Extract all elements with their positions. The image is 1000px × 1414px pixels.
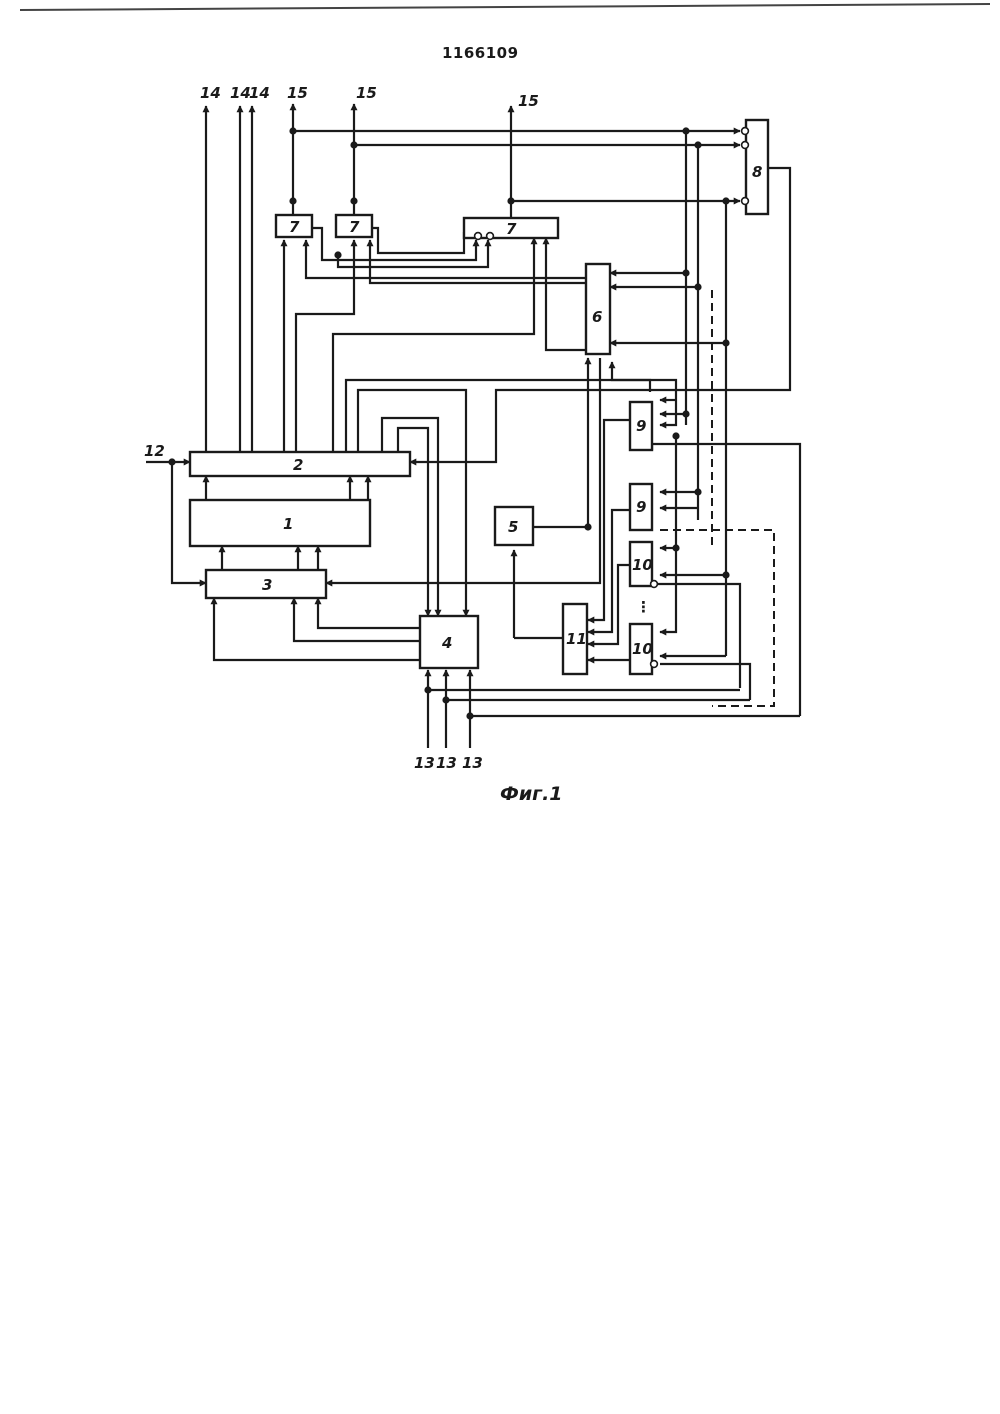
output-15-label-c: 15 [518,92,539,110]
block-1: 1 [190,500,370,546]
block-4: 4 [420,616,478,668]
block-10-lower: 10 [630,624,657,674]
svg-text:10: 10 [632,556,653,574]
output-14-label-a: 14 [200,84,221,102]
patent-number: 1166109 [442,44,519,62]
output-15-label-a: 15 [287,84,308,102]
svg-text:8: 8 [752,163,762,181]
svg-text:3: 3 [262,576,272,594]
input-13-label-a: 13 [414,754,435,772]
block-7-middle: 7 [336,215,372,237]
svg-text:11: 11 [566,630,587,648]
input-13-label-c: 13 [462,754,483,772]
svg-text:2: 2 [293,456,303,474]
block-10-upper: 10 [630,542,657,587]
block-2: 2 [190,452,410,476]
input-12-label: 12 [144,442,165,460]
output-15-label-b: 15 [356,84,377,102]
block-9-lower: 9 [630,484,652,530]
output-14-label-b: 14 [230,84,251,102]
output-14-label-c: 14 [249,84,270,102]
input-13-label-b: 13 [436,754,457,772]
svg-text:5: 5 [508,518,518,536]
block-5: 5 [495,507,533,545]
block-9-upper: 9 [630,402,652,450]
svg-text:9: 9 [636,498,646,516]
figure-caption: Фиг.1 [500,783,563,805]
svg-text:4: 4 [441,634,452,652]
svg-text:6: 6 [592,308,602,326]
svg-text:9: 9 [636,417,646,435]
repetition-ellipsis: ⋮ [636,598,651,616]
block-7-left: 7 [276,215,312,237]
svg-text:7: 7 [506,220,517,238]
block-6: 6 [586,264,610,354]
block-11: 11 [563,604,587,674]
svg-text:1: 1 [283,515,293,533]
svg-text:7: 7 [349,218,360,236]
block-8: 8 [742,120,768,214]
block-7-right: 7 [464,218,558,239]
svg-text:7: 7 [289,218,300,236]
block-3: 3 [206,570,326,598]
page-top-edge [20,4,990,10]
svg-text:10: 10 [632,640,653,658]
